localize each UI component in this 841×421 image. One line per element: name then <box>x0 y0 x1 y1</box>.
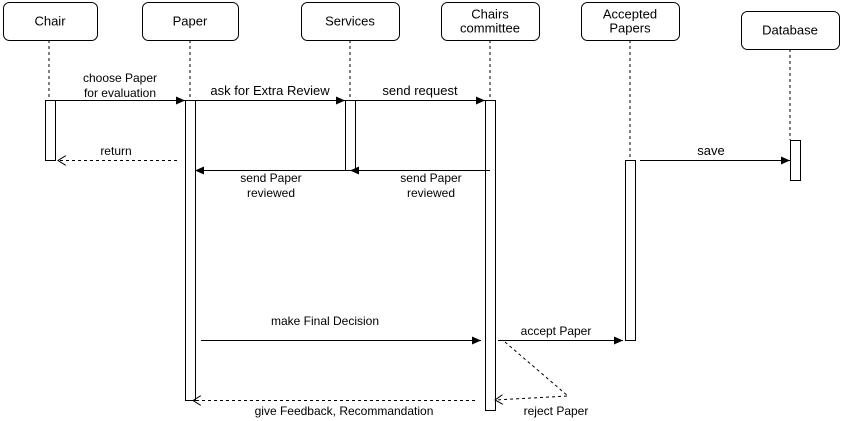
participant-label: committee <box>460 21 520 36</box>
participant-box <box>3 2 98 41</box>
message-label: make Final Decision <box>271 314 379 328</box>
participant-paper: Paper <box>142 2 239 41</box>
message-save: save <box>640 143 790 165</box>
participant-box <box>301 2 400 41</box>
participant-label: Papers <box>609 21 651 36</box>
message-feedback: give Feedback, Recommandation <box>193 401 475 418</box>
message-label: choose Paper <box>83 71 157 85</box>
message-label: for evaluation <box>84 86 156 100</box>
activation-database <box>790 140 801 181</box>
participant-box <box>142 2 239 41</box>
message-return: return <box>58 144 177 161</box>
participant-label: Accepted <box>603 7 657 22</box>
message-label: accept Paper <box>521 324 592 338</box>
activation-services <box>345 100 356 171</box>
participant-box <box>441 2 540 41</box>
message-send-request: send request <box>355 83 485 105</box>
message-label: reviewed <box>407 186 455 200</box>
message-label: save <box>697 143 724 158</box>
message-label: reviewed <box>247 186 295 200</box>
participant-box <box>581 2 680 41</box>
message-final-decision: make Final Decision <box>201 314 481 345</box>
participant-label: Database <box>762 23 818 38</box>
participant-label: Chair <box>34 14 66 29</box>
participant-label: Chairs <box>471 7 509 22</box>
message-label: send Paper <box>400 171 461 185</box>
activation-committee <box>485 100 496 411</box>
activation-paper <box>185 100 196 401</box>
participant-services: Services <box>301 2 400 41</box>
participant-label: Services <box>325 14 375 29</box>
message-label: send Paper <box>240 171 301 185</box>
activation-accepted <box>625 160 636 341</box>
message-accept-paper: accept Paper <box>498 324 623 345</box>
message-label: return <box>100 144 131 158</box>
message-reject-paper: reject Paper <box>495 341 589 418</box>
message-label: send request <box>382 83 458 98</box>
message-extra-review: ask for Extra Review <box>195 83 345 105</box>
message-label: give Feedback, Recommandation <box>255 404 434 418</box>
participant-chair: Chair <box>3 2 98 41</box>
message-label: reject Paper <box>524 404 589 418</box>
participant-database: Database <box>741 11 840 50</box>
activation-chair <box>45 100 56 161</box>
participant-box <box>741 11 840 50</box>
participant-label: Paper <box>173 14 208 29</box>
message-arrow <box>495 341 570 400</box>
message-label: ask for Extra Review <box>210 83 330 98</box>
